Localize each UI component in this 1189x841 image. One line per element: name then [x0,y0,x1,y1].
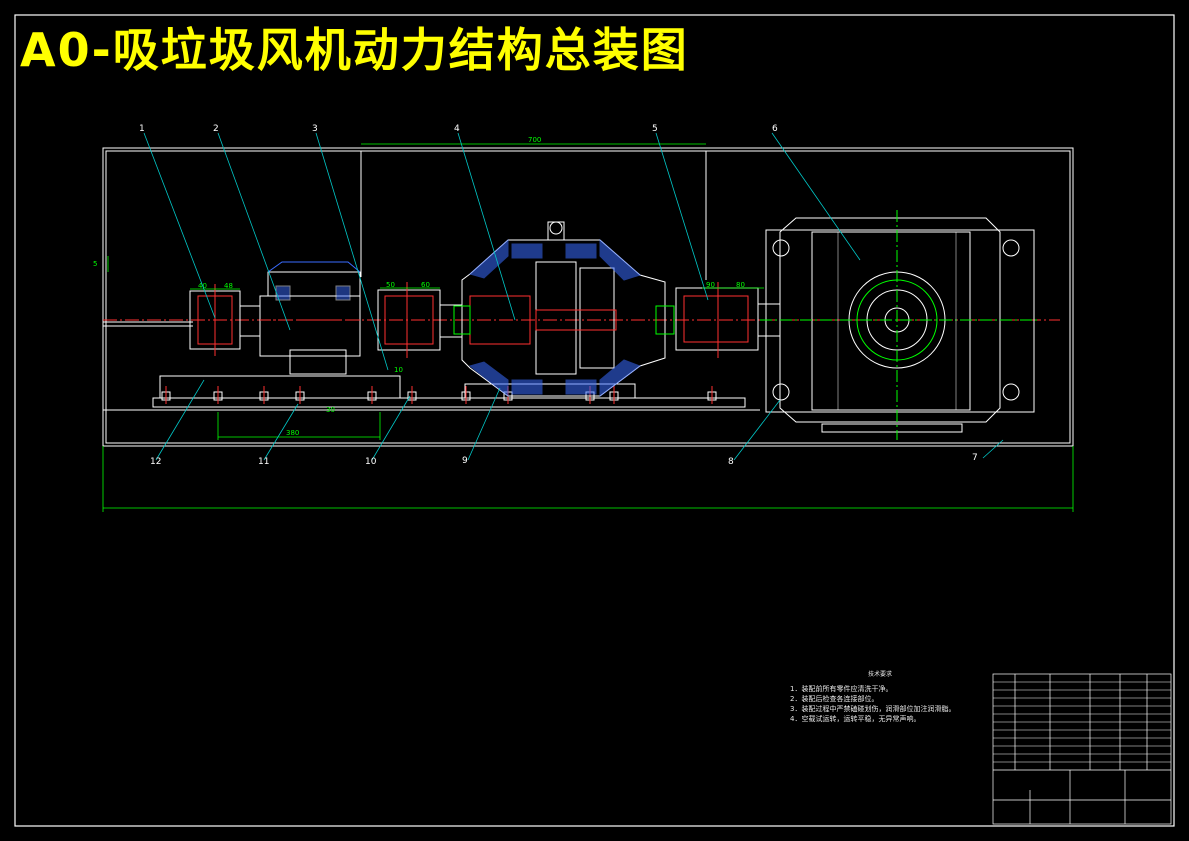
dim-50: 50 [386,281,395,289]
dim-48: 48 [224,282,233,290]
balloon-12: 12 [150,457,161,467]
coupling-mid [377,282,463,358]
balloon-3: 3 [312,124,318,134]
dimension-lines [102,143,1074,512]
dim-5: 5 [93,260,97,268]
motor [760,210,1040,440]
balloon-2: 2 [213,124,219,134]
balloon-4: 4 [454,124,460,134]
dim-90: 90 [706,281,715,289]
dim-30: 30 [326,406,335,414]
coupling-left [189,284,261,356]
balloon-5: 5 [652,124,658,134]
dim-60: 60 [421,281,430,289]
gearbox-housing [453,221,675,398]
balloon-8: 8 [728,457,734,467]
base-frame [102,147,1074,447]
drawing-title: A0-吸垃圾风机动力结构总装图 [20,23,689,77]
balloon-7: 7 [972,453,978,463]
leader-lines [143,132,1004,461]
balloon-9: 9 [462,456,468,466]
dim-80: 80 [736,281,745,289]
note-item: 2．装配后检查各连接部位。 [790,695,879,703]
dimension-texts: 700 40 48 50 60 90 80 380 30 10 5 [93,136,745,437]
note-item: 4．空载试运转，运转平稳，无异常声响。 [790,715,921,723]
note-item: 3．装配过程中严禁磕碰划伤，润滑部位加注润滑脂。 [790,705,956,713]
title-block [992,673,1172,825]
technical-notes: 技术要求 1．装配前所有零件应清洗干净。 2．装配后检查各连接部位。 3．装配过… [790,670,970,724]
balloon-numbers: 1 2 3 4 5 6 7 8 9 10 11 12 [139,124,978,467]
base-bolts [161,386,717,404]
notes-heading: 技术要求 [867,671,892,678]
balloon-10: 10 [365,457,377,467]
bearing-housing [259,261,361,375]
base-plates [152,375,746,408]
dim-380: 380 [286,429,299,437]
drawing-border [14,14,1175,827]
note-item: 1．装配前所有零件应清洗干净。 [790,685,893,693]
balloon-1: 1 [139,124,145,134]
dim-700: 700 [528,136,541,144]
balloon-11: 11 [258,457,269,467]
balloon-6: 6 [772,124,778,134]
dim-10: 10 [394,366,403,374]
